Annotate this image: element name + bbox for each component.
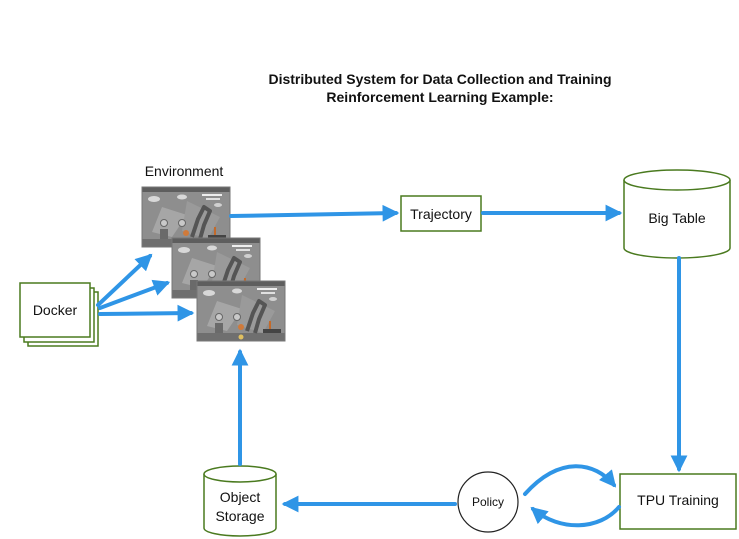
policy-node: Policy <box>457 471 519 533</box>
environment-label: Environment <box>145 163 224 179</box>
object-storage-label-line2: Storage <box>215 508 264 524</box>
arrow-docker-to-env2 <box>98 279 171 310</box>
docker-label: Docker <box>33 302 78 318</box>
arrow-tpu-to-policy <box>530 505 621 528</box>
trajectory-node: Trajectory <box>400 195 482 232</box>
big-table-node: Big Table <box>623 169 731 259</box>
arrow-env-to-trajectory <box>229 204 400 222</box>
tpu-training-node: TPU Training <box>619 473 737 530</box>
arrow-docker-to-env3 <box>98 304 195 322</box>
object-storage-label-line1: Object <box>220 489 261 505</box>
trajectory-label: Trajectory <box>410 206 472 222</box>
docker-node: Docker <box>19 282 99 347</box>
arrow-policy-to-tpu <box>523 464 617 496</box>
diagram-title-line2: Reinforcement Learning Example: <box>326 89 553 105</box>
policy-label: Policy <box>472 495 504 509</box>
object-storage-node: Object Storage <box>203 465 277 537</box>
arrow-docker-to-env1 <box>96 253 153 307</box>
tpu-training-label: TPU Training <box>637 492 719 508</box>
big-table-label: Big Table <box>648 210 706 226</box>
environment-screenshot-3 <box>195 279 287 343</box>
diagram-title-line1: Distributed System for Data Collection a… <box>268 71 611 87</box>
